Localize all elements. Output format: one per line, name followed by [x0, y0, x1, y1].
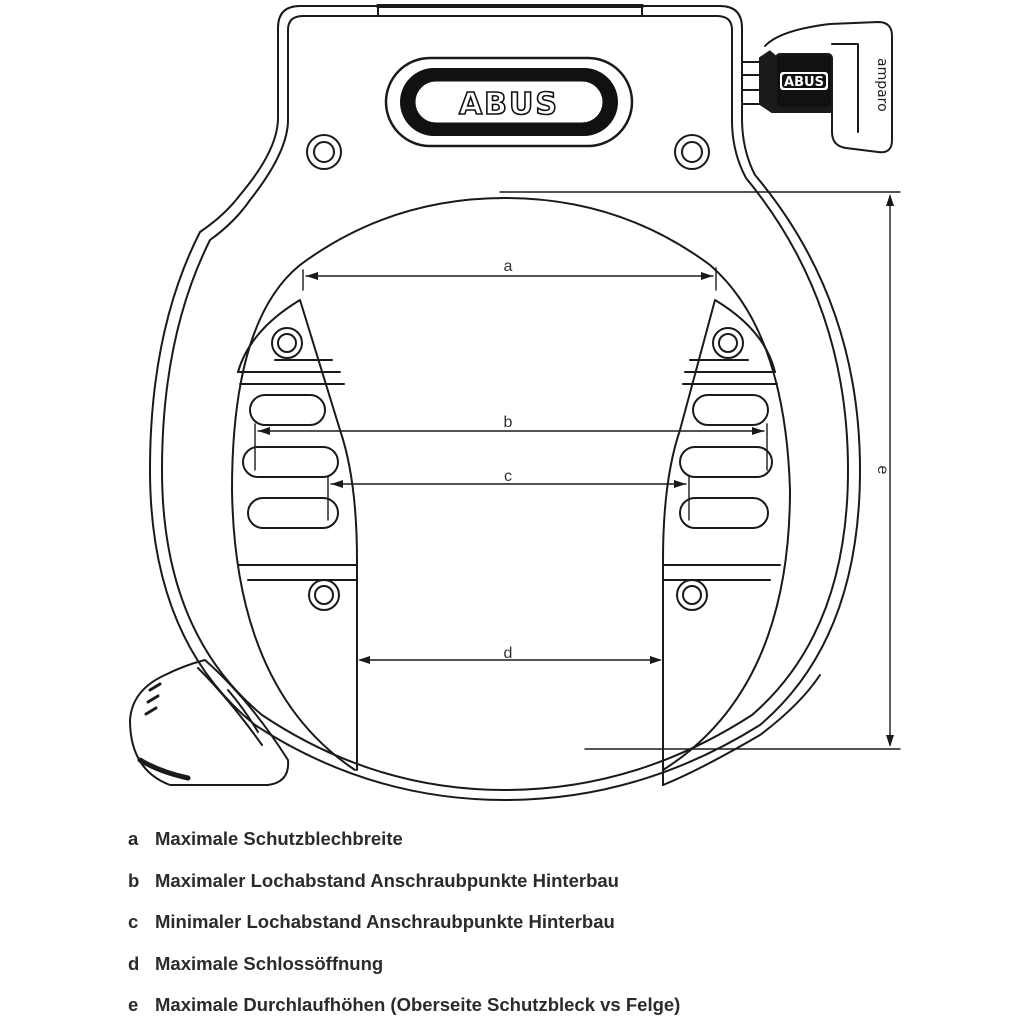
dimension-label-e: e	[874, 466, 891, 475]
lock-diagram: ABUS ABUS amparo a b c d e	[129, 4, 901, 801]
key-icon	[741, 21, 893, 154]
brand-logo-text: ABUS	[459, 87, 559, 122]
legend-letter: c	[128, 911, 139, 932]
dimension-b	[254, 423, 768, 471]
legend-item-c: c Minimaler Lochabstand Anschraubpunkte …	[128, 911, 1008, 953]
legend-label: Maximale Schutzblechbreite	[155, 828, 403, 849]
legend-letter: b	[128, 869, 140, 891]
legend-letter: e	[128, 994, 139, 1015]
dimension-c	[327, 475, 690, 521]
legend-letter: a	[128, 828, 139, 849]
legend-label: Maximale Schlossöffnung	[155, 952, 384, 974]
dimension-label-d: d	[504, 645, 513, 662]
lock-body-outline	[149, 5, 861, 801]
dimension-e	[499, 191, 901, 750]
key-brand-text: ABUS	[784, 75, 824, 90]
legend-item-b: b Maximaler Lochabstand Anschraubpunkte …	[128, 870, 1008, 912]
legend-item-d: d Maximale Schlossöffnung	[128, 953, 1008, 995]
legend-item-e: e Maximale Durchlaufhöhen (Oberseite Sch…	[128, 994, 1008, 1036]
right-lower-hole-icon	[676, 579, 708, 611]
legend-label: Minimaler Lochabstand Anschraubpunkte Hi…	[155, 911, 615, 932]
dimension-label-a: a	[504, 258, 513, 275]
legend-item-a: a Maximale Schutzblechbreite	[128, 828, 1008, 870]
lock-ring-opening	[231, 197, 791, 771]
left-lower-hole-icon	[308, 579, 340, 611]
dimension-a	[302, 267, 717, 291]
right-clamp-plate	[662, 299, 776, 786]
legend-letter: d	[128, 952, 140, 974]
dimension-label-b: b	[504, 414, 513, 431]
legend-label: Maximaler Lochabstand Anschraubpunkte Hi…	[155, 869, 619, 891]
lock-body-inner-outline	[161, 15, 849, 791]
top-right-hole-icon	[674, 134, 710, 170]
left-upper-hole-icon	[271, 327, 303, 359]
top-left-hole-icon	[306, 134, 342, 170]
dimension-legend: a Maximale Schutzblechbreite b Maximaler…	[128, 828, 1008, 1036]
brand-plate-outer	[384, 56, 634, 148]
key-model-text: amparo	[874, 58, 890, 112]
lock-lever	[129, 659, 290, 786]
dimension-label-c: c	[504, 468, 512, 485]
left-clamp-plate	[237, 299, 358, 771]
right-upper-hole-icon	[712, 327, 744, 359]
legend-label: Maximale Durchlaufhöhen (Oberseite Schut…	[155, 994, 681, 1015]
